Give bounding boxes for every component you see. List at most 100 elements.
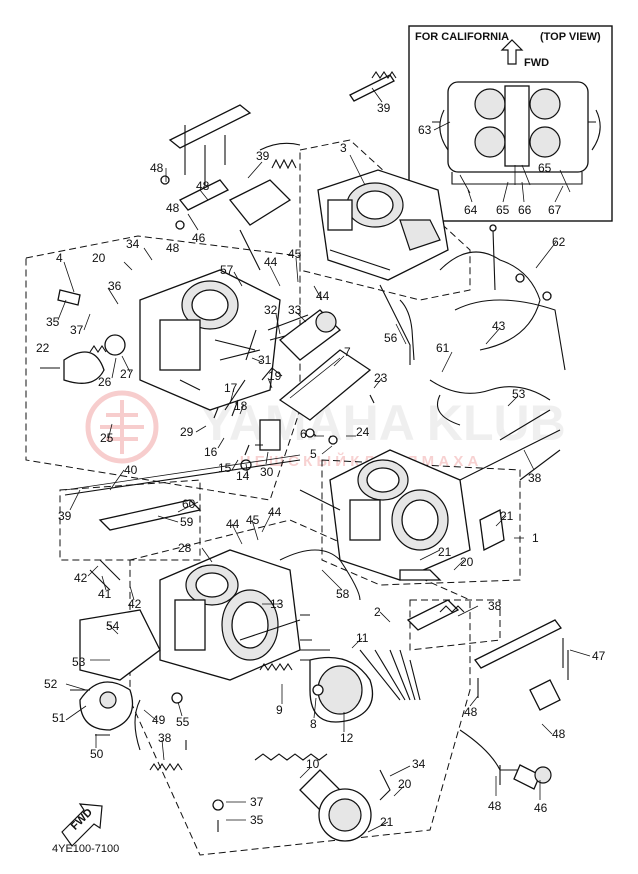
callout: 46: [192, 231, 206, 245]
callout: 8: [310, 717, 317, 731]
callout: 44: [226, 517, 240, 531]
callout: 46: [534, 801, 548, 815]
callout: 14: [236, 469, 250, 483]
callout: 37: [250, 795, 264, 809]
callout: 21: [500, 509, 514, 523]
callout: 48: [196, 179, 210, 193]
callout: 17: [224, 381, 238, 395]
callout: 39: [377, 101, 391, 115]
inset-callout-67: 67: [548, 203, 562, 217]
callout: 61: [436, 341, 450, 355]
callout: 6: [300, 427, 307, 441]
callout: 22: [36, 341, 50, 355]
callout: 39: [256, 149, 270, 163]
callout: 35: [46, 315, 60, 329]
callout: 60: [182, 497, 196, 511]
callout: 55: [176, 715, 190, 729]
callout: 19: [268, 369, 282, 383]
callout: 45: [288, 247, 302, 261]
callout: 56: [384, 331, 398, 345]
jet-parts-left: [213, 367, 375, 471]
callout: 27: [120, 367, 134, 381]
callout: 51: [52, 711, 66, 725]
callout: 34: [126, 237, 140, 251]
carburetor-top-view: [432, 81, 601, 194]
vacuum-chamber-parts: [245, 309, 372, 421]
inset-fwd-label: FWD: [524, 57, 549, 69]
callout: 57: [220, 263, 234, 277]
callout: 28: [178, 541, 192, 555]
right-linkage-parts: [406, 599, 569, 790]
callout: 7: [344, 345, 351, 359]
callout: 25: [100, 431, 114, 445]
callout: 21: [438, 545, 452, 559]
callout: 34: [412, 757, 426, 771]
callout: 62: [552, 235, 566, 249]
callout: 4: [56, 251, 63, 265]
callout: 33: [288, 303, 302, 317]
callout: 38: [528, 471, 542, 485]
callout: 40: [124, 463, 138, 477]
callout: 47: [592, 649, 606, 663]
carburetor-1: [299, 449, 505, 581]
callout: 49: [152, 713, 166, 727]
carburetor-4: [40, 269, 281, 411]
inset-view-label: (TOP VIEW): [540, 31, 601, 43]
callout: 48: [464, 705, 478, 719]
callout: 42: [128, 597, 142, 611]
callout: 44: [264, 255, 278, 269]
throttle-linkage-top: [160, 71, 397, 271]
callout: 11: [356, 631, 369, 645]
callout: 20: [92, 251, 106, 265]
callout: 13: [270, 597, 284, 611]
callout-labels: 39 3 48 39 48 48 46 48 4 34 20 36 35 37 …: [36, 101, 606, 829]
callout: 38: [488, 599, 502, 613]
callout: 20: [398, 777, 412, 791]
callout: 15: [218, 461, 232, 475]
callout: 39: [58, 509, 72, 523]
callout: 29: [180, 425, 194, 439]
callout: 31: [258, 353, 272, 367]
inset-title: FOR CALIFORNIA: [415, 31, 509, 43]
callout: 42: [74, 571, 88, 585]
fwd-arrow-icon: [500, 39, 524, 65]
callout: 5: [310, 447, 317, 461]
callout: 12: [340, 731, 354, 745]
callout: 48: [552, 727, 566, 741]
callout: 16: [204, 445, 218, 459]
inset-callout-63: 63: [418, 123, 432, 137]
inset-callout-65b: 65: [496, 203, 510, 217]
callout: 48: [488, 799, 502, 813]
callout: 48: [166, 241, 180, 255]
callout: 20: [460, 555, 474, 569]
callout: 23: [374, 371, 388, 385]
callout: 44: [316, 289, 330, 303]
callout: 21: [380, 815, 394, 829]
cable-bracket-parts: [70, 559, 224, 832]
callout: 10: [306, 757, 320, 771]
callout: 1: [532, 531, 539, 545]
inset-callout-64: 64: [464, 203, 478, 217]
callout: 37: [70, 323, 84, 337]
callout: 52: [44, 677, 58, 691]
callout: 9: [276, 703, 283, 717]
callout: 3: [340, 141, 347, 155]
callout: 59: [180, 515, 194, 529]
callout: 43: [492, 319, 506, 333]
callout: 53: [512, 387, 526, 401]
carburetor-3: [317, 169, 449, 365]
callout: 24: [356, 425, 370, 439]
linkage-shafts: [64, 409, 561, 531]
callout: 35: [250, 813, 264, 827]
callout: 58: [336, 587, 350, 601]
callout: 26: [98, 375, 112, 389]
callout: 50: [90, 747, 104, 761]
callout: 48: [150, 161, 164, 175]
fwd-direction-icon: [61, 803, 103, 847]
callout: 18: [234, 399, 248, 413]
diagram-code: 4YE100-7100: [52, 843, 119, 855]
callout: 48: [166, 201, 180, 215]
california-inset: FOR CALIFORNIA (TOP VIEW) FWD 63 65 64 6…: [408, 25, 613, 222]
carburetor-2: [159, 549, 312, 681]
